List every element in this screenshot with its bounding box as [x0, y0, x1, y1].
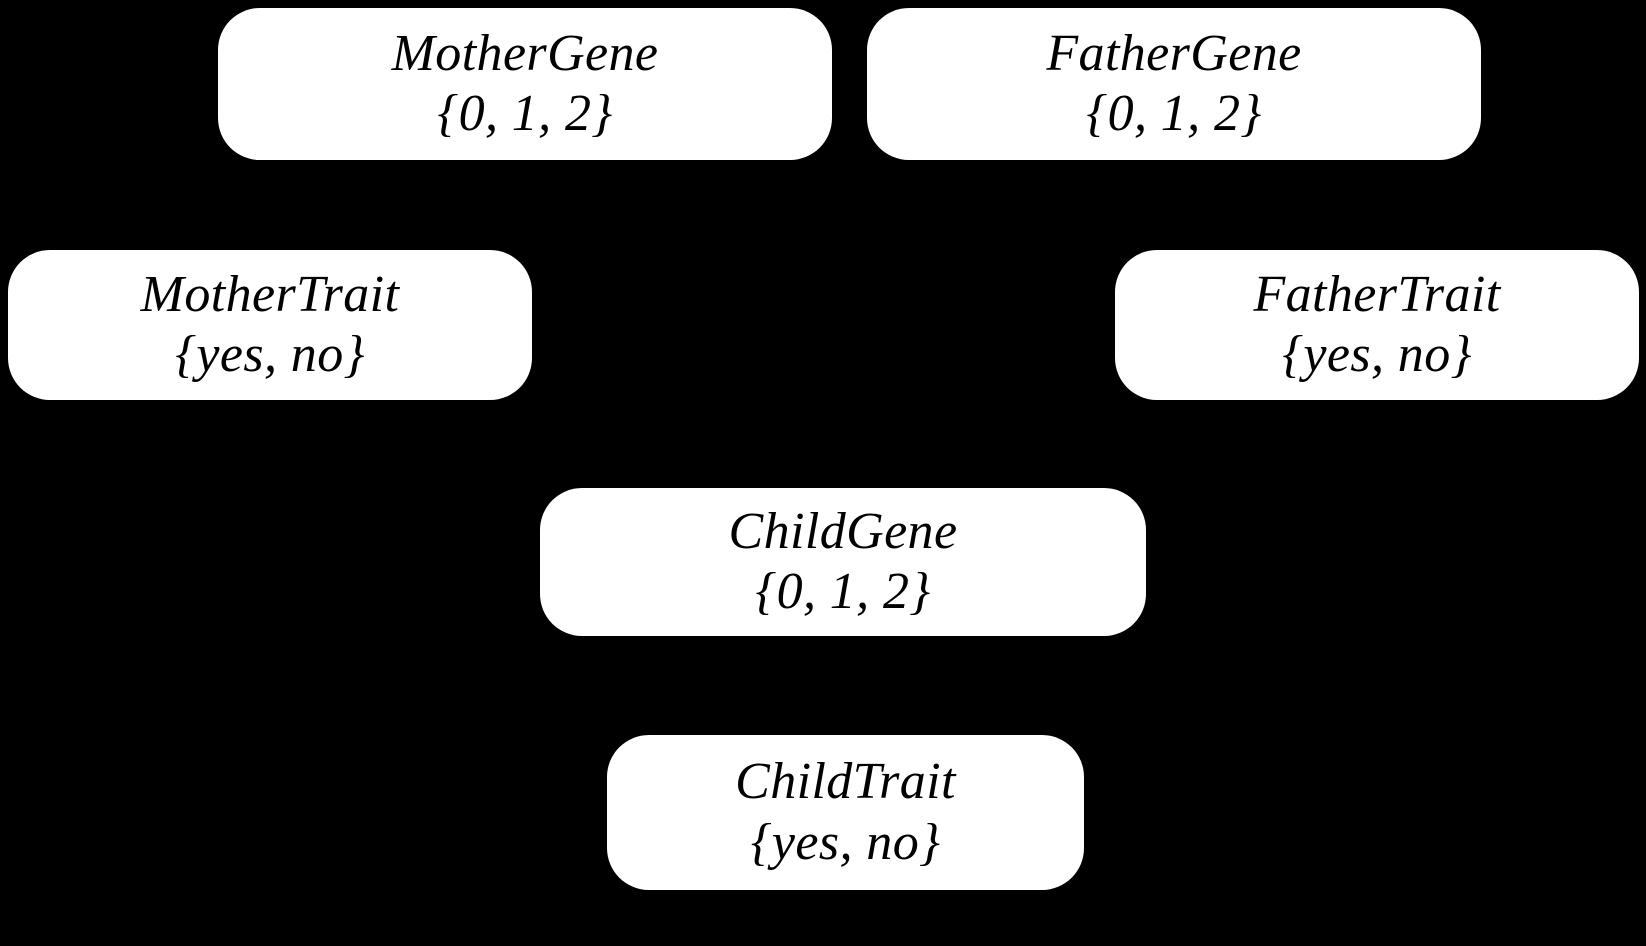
node-mother-gene-domain: {0, 1, 2} [437, 85, 613, 142]
node-father-trait-label: FatherTrait [1253, 265, 1501, 323]
node-mother-gene-label: MotherGene [391, 24, 659, 82]
edge-mother-gene-to-child-gene [598, 159, 762, 489]
node-child-trait-label: ChildTrait [735, 753, 956, 811]
node-father-gene[interactable]: FatherGene {0, 1, 2} [867, 8, 1481, 160]
node-mother-trait[interactable]: MotherTrait {yes, no} [8, 250, 532, 400]
edge-father-gene-to-child-gene [898, 159, 1062, 489]
node-father-trait[interactable]: FatherTrait {yes, no} [1115, 250, 1639, 400]
node-child-trait[interactable]: ChildTrait {yes, no} [607, 735, 1084, 890]
node-mother-trait-label: MotherTrait [140, 265, 400, 323]
node-father-gene-domain: {0, 1, 2} [1086, 85, 1262, 142]
node-mother-gene[interactable]: MotherGene {0, 1, 2} [218, 8, 832, 160]
node-mother-trait-domain: {yes, no} [175, 326, 365, 383]
node-father-gene-label: FatherGene [1046, 24, 1302, 82]
node-child-trait-domain: {yes, no} [750, 813, 941, 871]
node-child-gene[interactable]: ChildGene {0, 1, 2} [540, 488, 1146, 636]
edge-father-gene-to-father-trait [1288, 159, 1372, 251]
node-child-gene-domain: {0, 1, 2} [755, 563, 931, 620]
edge-mother-gene-to-mother-trait [248, 159, 332, 251]
node-child-gene-label: ChildGene [728, 502, 958, 560]
node-father-trait-domain: {yes, no} [1282, 326, 1472, 383]
